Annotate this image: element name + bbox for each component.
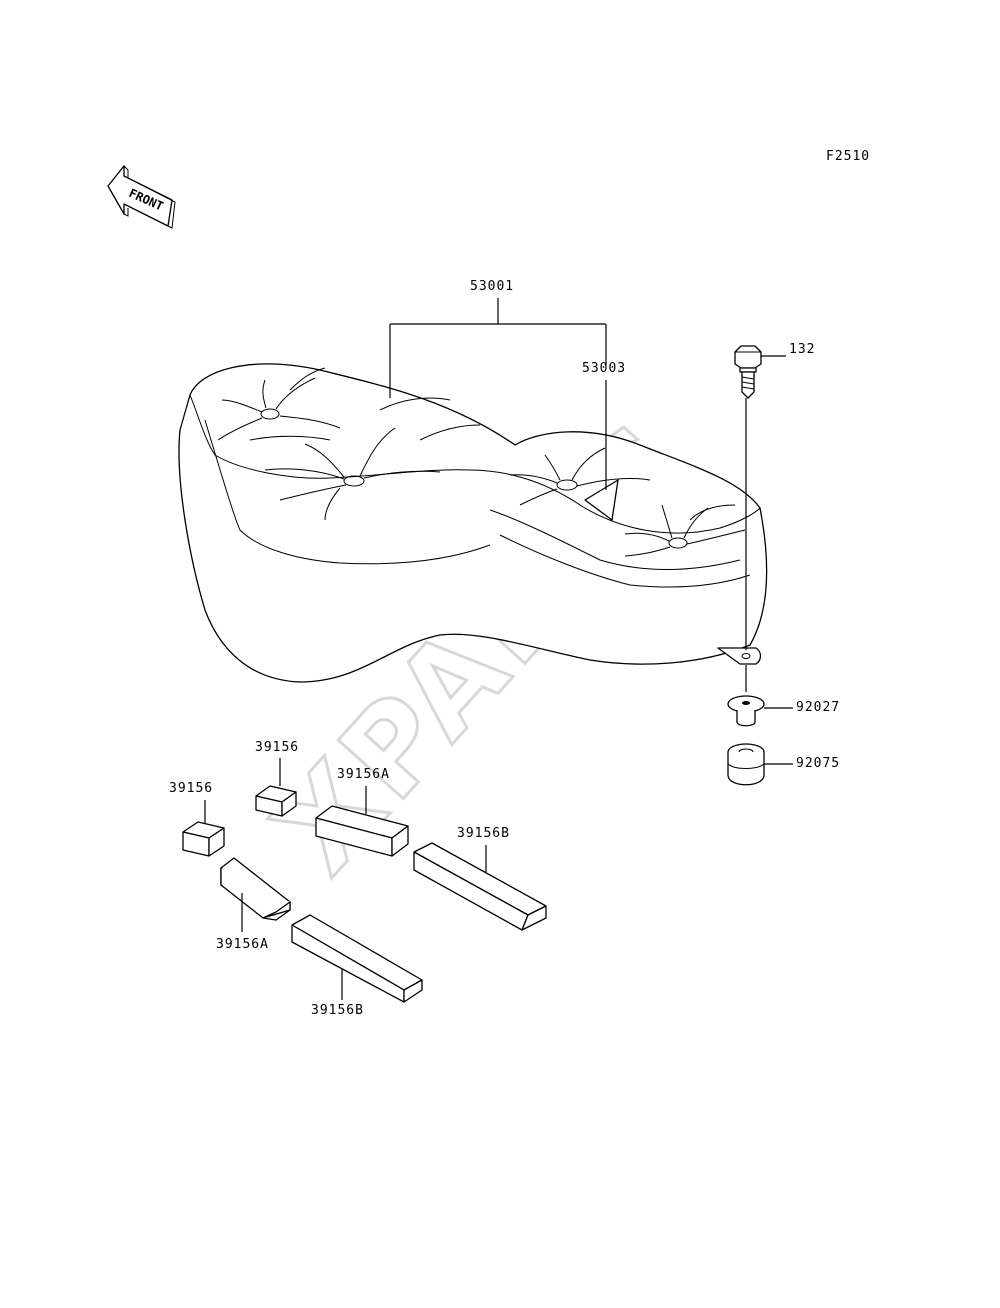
label-132: 132 [789,342,815,357]
label-39156b-bottom: 39156B [311,1003,364,1018]
pad-39156b-right: 39156B [413,826,547,931]
pad-39156-top: 39156 [255,740,299,817]
label-92027: 92027 [796,700,840,715]
label-92075: 92075 [796,756,840,771]
callout-53003: 53003 [582,361,626,490]
label-39156-top: 39156 [255,740,299,755]
label-53001: 53001 [470,279,514,294]
front-arrow-icon: FRONT [107,165,176,229]
label-53003: 53003 [582,361,626,376]
label-39156a-top: 39156A [337,767,390,782]
collar-92027: 92027 [727,665,840,727]
figure-code: F2510 [826,149,870,164]
label-39156b-right: 39156B [457,826,510,841]
bolt-132: 132 [734,342,815,650]
pad-39156a-top: 39156A [315,767,409,857]
pad-39156-left: 39156 [169,781,225,857]
seat [178,363,768,683]
label-39156a-bottom: 39156A [216,937,269,952]
label-39156-left: 39156 [169,781,213,796]
grommet-92075: 92075 [727,743,840,786]
pad-39156a-bottom: 39156A [216,857,291,952]
pad-39156b-bottom: 39156B [291,914,423,1018]
callout-53001: 53001 [389,279,607,398]
